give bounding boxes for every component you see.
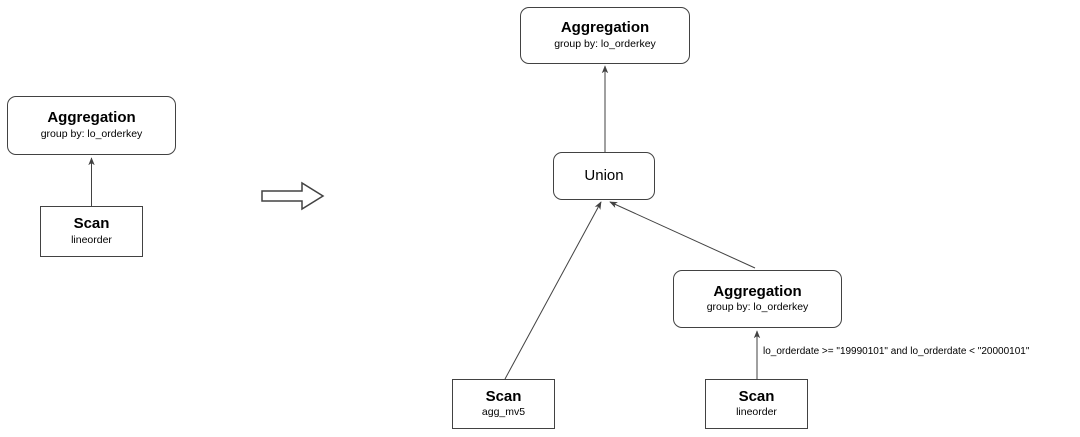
node-title: Union bbox=[584, 166, 624, 184]
edge-scan-aggmv5-to-union bbox=[504, 201, 602, 380]
node-aggregation-filtered: Aggregation group by: lo_orderkey bbox=[673, 270, 842, 328]
hollow-right-arrow-icon bbox=[261, 181, 325, 211]
node-title: Aggregation bbox=[47, 109, 136, 127]
node-scan-aggmv5: Scan agg_mv5 bbox=[452, 379, 555, 429]
node-subtitle: lineorder bbox=[71, 233, 112, 246]
node-scan-lineorder-right: Scan lineorder bbox=[705, 379, 808, 429]
node-title: Scan bbox=[738, 387, 775, 405]
node-aggregation-top: Aggregation group by: lo_orderkey bbox=[520, 7, 690, 64]
node-title: Scan bbox=[485, 387, 522, 405]
node-title: Aggregation bbox=[713, 282, 802, 300]
node-title: Aggregation bbox=[560, 19, 650, 37]
node-aggregation-left: Aggregation group by: lo_orderkey bbox=[7, 96, 176, 155]
node-subtitle: lineorder bbox=[736, 406, 777, 419]
node-subtitle: group by: lo_orderkey bbox=[40, 127, 143, 140]
node-subtitle: group by: lo_orderkey bbox=[706, 301, 809, 314]
node-union: Union bbox=[553, 152, 655, 200]
node-title: Scan bbox=[73, 215, 110, 233]
node-subtitle: agg_mv5 bbox=[481, 406, 526, 419]
filter-condition-label: lo_orderdate >= "19990101" and lo_orderd… bbox=[763, 346, 1030, 357]
edge-aggregation-filtered-to-union bbox=[609, 201, 756, 269]
node-subtitle: group by: lo_orderkey bbox=[554, 37, 656, 50]
node-scan-lineorder-left: Scan lineorder bbox=[40, 206, 143, 257]
